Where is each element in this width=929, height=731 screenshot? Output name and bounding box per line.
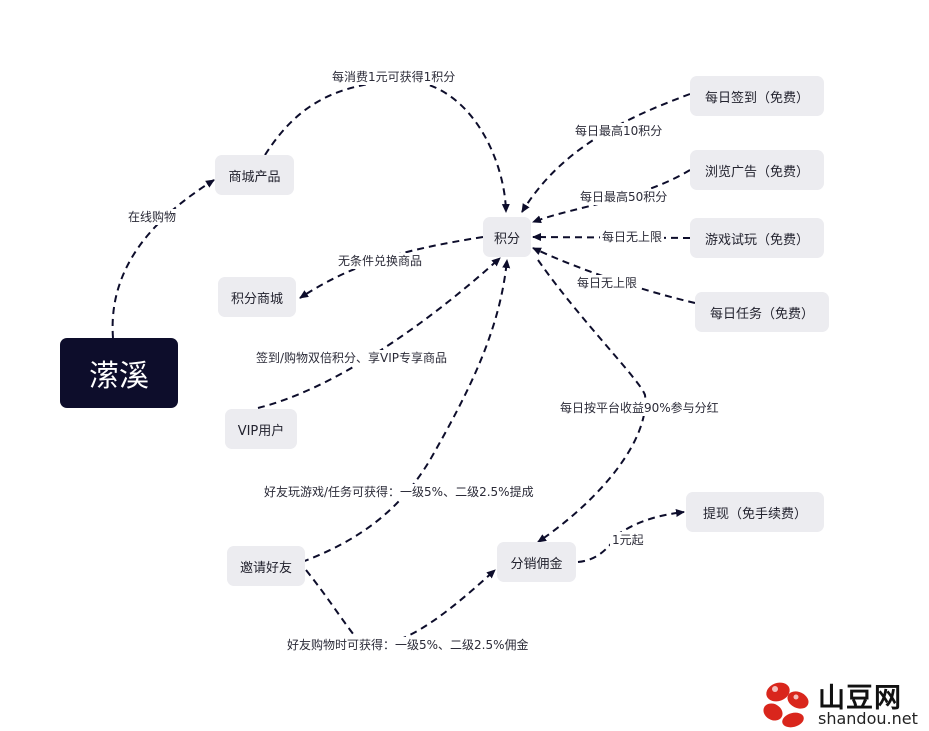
edge-mall-to-points [264, 78, 510, 213]
label-unlimited-tasks: 每日无上限 [575, 275, 640, 291]
edge-vip-to-points [257, 257, 501, 409]
edge-points-to-commission [537, 259, 647, 543]
node-withdraw: 提现（免手续费） [686, 492, 824, 532]
node-invite-friends: 邀请好友 [227, 546, 305, 586]
node-daily-checkin: 每日签到（免费） [690, 76, 824, 116]
watermark-domain: shandou.net [818, 709, 918, 728]
label-one-yuan: 1元起 [610, 532, 646, 548]
watermark-name: 山豆网 [818, 683, 902, 714]
node-mall-products: 商城产品 [215, 155, 294, 195]
label-vip-benefit: 签到/购物双倍积分、享VIP专享商品 [254, 350, 450, 366]
node-game-trial: 游戏试玩（免费） [690, 218, 824, 258]
edge-invite-to-points [301, 259, 511, 563]
label-max10: 每日最高10积分 [573, 123, 665, 139]
node-points-mall: 积分商城 [218, 277, 296, 317]
edge-points-to-pointsmall [299, 236, 484, 299]
label-per-yuan: 每消费1元可获得1积分 [330, 69, 458, 85]
label-unlimited-game: 每日无上限 [600, 229, 665, 245]
edge-invite-to-commission [305, 569, 496, 647]
edge-checkin-to-points [521, 93, 691, 213]
label-dividend: 每日按平台收益90%参与分红 [558, 400, 721, 416]
root-node: 潆溪 [60, 338, 178, 408]
label-max50: 每日最高50积分 [578, 189, 670, 205]
watermark-logo: 山豆网 shandou.net [758, 676, 928, 731]
node-commission: 分销佣金 [497, 542, 576, 582]
edge-root-to-mall [111, 179, 215, 339]
label-exchange: 无条件兑换商品 [336, 253, 425, 269]
label-friend-shop: 好友购物时可获得：一级5%、二级2.5%佣金 [285, 637, 531, 653]
node-browse-ads: 浏览广告（免费） [690, 150, 824, 190]
node-daily-tasks: 每日任务（免费） [695, 292, 829, 332]
bean-logo-icon [763, 682, 809, 728]
label-friend-game: 好友玩游戏/任务可获得：一级5%、二级2.5%提成 [262, 484, 536, 500]
label-online-shopping: 在线购物 [126, 209, 179, 225]
node-vip-user: VIP用户 [225, 409, 297, 449]
node-points: 积分 [483, 217, 531, 257]
